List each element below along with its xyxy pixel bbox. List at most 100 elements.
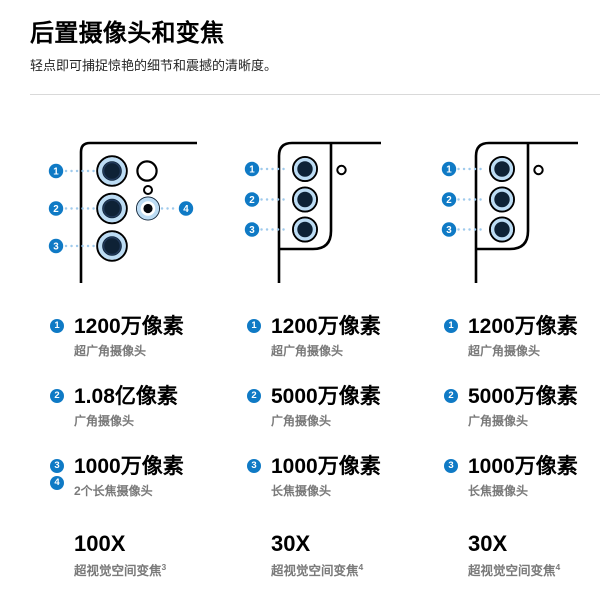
rear-camera-diagram-plus: 1 2 3 — [244, 141, 381, 283]
callout-badge-2: 2 — [441, 192, 457, 207]
callout-badge-4: 4 — [178, 201, 194, 216]
number-badge: 3 — [247, 459, 261, 473]
spec-value: 1.08亿像素 — [74, 385, 178, 408]
camera-lens-tele-icon — [292, 216, 318, 243]
number-badge: 1 — [444, 319, 458, 333]
camera-lens-ultrawide-icon — [489, 156, 515, 182]
svg-text:2: 2 — [446, 195, 452, 206]
page-subtitle: 轻点即可捕捉惊艳的细节和震撼的清晰度。 — [30, 58, 278, 73]
svg-text:2: 2 — [249, 195, 255, 206]
flash-led-icon — [336, 164, 347, 176]
number-badge: 1 — [50, 319, 64, 333]
spec-wide: 2 5000万像素 广角摄像头 — [227, 385, 424, 429]
rear-camera-diagram-base: 1 2 3 — [441, 141, 578, 283]
spec-ultrawide: 1 1200万像素 超广角摄像头 — [424, 315, 600, 359]
number-badge: 3 — [444, 459, 458, 473]
spec-value: 5000万像素 — [271, 385, 381, 408]
spec-value: 1200万像素 — [74, 315, 184, 338]
spec-label: 广角摄像头 — [74, 414, 135, 428]
zoom-value: 100X — [74, 531, 126, 556]
spec-ultrawide: 1 1200万像素 超广角摄像头 — [30, 315, 227, 359]
camera-module-outline — [280, 143, 333, 251]
phone-body-outline — [79, 141, 197, 283]
spec-label: 广角摄像头 — [468, 414, 529, 428]
number-badge: 4 — [50, 476, 64, 490]
zoom-label: 超视觉空间变焦4 — [468, 561, 561, 578]
spec-ultrawide: 1 1200万像素 超广角摄像头 — [227, 315, 424, 359]
number-badge: 2 — [247, 389, 261, 403]
svg-text:3: 3 — [53, 241, 59, 252]
svg-text:3: 3 — [249, 225, 255, 236]
section-divider — [30, 94, 600, 95]
svg-text:1: 1 — [446, 164, 452, 175]
product-column-plus: 1 2 3 1 1200万像素 超广角摄 — [227, 133, 424, 579]
camera-lens-wide-icon — [489, 186, 515, 213]
spec-value: 1000万像素 — [271, 455, 381, 478]
spec-label: 超广角摄像头 — [74, 344, 147, 358]
callout-badge-3: 3 — [244, 222, 260, 237]
footnote-marker: 3 — [161, 561, 167, 572]
spec-label: 长焦摄像头 — [468, 484, 529, 498]
product-column-ultra: 1 2 3 4 1 — [30, 133, 227, 579]
spec-label: 广角摄像头 — [271, 414, 332, 428]
flash-led-icon — [533, 164, 544, 176]
svg-text:1: 1 — [249, 164, 255, 175]
zoom-spec: 100X 超视觉空间变焦3 — [74, 531, 227, 579]
footnote-marker: 4 — [555, 561, 561, 572]
phone-body-outline — [474, 141, 578, 283]
spec-list: 1 1200万像素 超广角摄像头 2 1.08亿像素 广角摄像头 — [30, 315, 227, 579]
callout-badge-1: 1 — [48, 163, 64, 179]
spec-list: 1 1200万像素 超广角摄像头 2 5000万像素 广角摄像头 — [227, 315, 424, 579]
callout-badge-1: 1 — [441, 161, 457, 177]
camera-lens-ultrawide-icon — [96, 155, 128, 187]
spec-tele: 3 1000万像素 长焦摄像头 — [424, 455, 600, 499]
svg-text:2: 2 — [53, 204, 59, 215]
rear-camera-section: 后置摄像头和变焦 轻点即可捕捉惊艳的细节和震撼的清晰度。 — [30, 20, 600, 579]
svg-text:3: 3 — [446, 225, 452, 236]
camera-lens-wide-icon — [292, 186, 318, 213]
camera-lens-ultrawide-icon — [292, 156, 318, 182]
number-badge: 2 — [444, 389, 458, 403]
svg-text:1: 1 — [53, 166, 59, 177]
callout-badge-1: 1 — [244, 161, 260, 177]
product-columns: 1 2 3 4 1 — [30, 133, 600, 579]
spec-tele: 3 1000万像素 长焦摄像头 — [227, 455, 424, 499]
callout-badge-3: 3 — [48, 238, 64, 254]
spec-list: 1 1200万像素 超广角摄像头 2 5000万像素 广角摄像头 — [424, 315, 600, 579]
spec-label: 超广角摄像头 — [468, 344, 541, 358]
page-title: 后置摄像头和变焦 — [30, 20, 225, 47]
svg-text:4: 4 — [183, 204, 189, 215]
spec-value: 1200万像素 — [468, 315, 578, 338]
camera-lens-tele-icon — [489, 216, 515, 243]
periscope-zoom-lens-icon — [135, 196, 160, 221]
zoom-value: 30X — [271, 531, 311, 556]
sensor-dot-icon — [143, 185, 153, 195]
callout-badge-2: 2 — [48, 201, 64, 216]
spec-wide: 2 1.08亿像素 广角摄像头 — [30, 385, 227, 429]
camera-lens-wide-icon — [96, 192, 128, 225]
phone-body-outline — [277, 141, 381, 283]
zoom-value: 30X — [468, 531, 508, 556]
camera-lens-tele-icon — [96, 230, 128, 262]
spec-wide: 2 5000万像素 广角摄像头 — [424, 385, 600, 429]
spec-label: 长焦摄像头 — [271, 484, 332, 498]
zoom-spec: 30X 超视觉空间变焦4 — [468, 531, 600, 579]
zoom-spec: 30X 超视觉空间变焦4 — [271, 531, 424, 579]
number-badge: 1 — [247, 319, 261, 333]
spec-value: 5000万像素 — [468, 385, 578, 408]
callout-badge-3: 3 — [441, 222, 457, 237]
number-badge: 2 — [50, 389, 64, 403]
zoom-label: 超视觉空间变焦4 — [271, 561, 364, 578]
callout-badge-2: 2 — [244, 192, 260, 207]
spec-tele: 3 4 1000万像素 2个长焦摄像头 — [30, 455, 227, 499]
spec-label: 2个长焦摄像头 — [74, 484, 153, 498]
spec-value: 1200万像素 — [271, 315, 381, 338]
product-column-base: 1 2 3 1 1200万像素 超广角摄 — [424, 133, 600, 579]
spec-value: 1000万像素 — [74, 455, 184, 478]
camera-module-outline — [477, 143, 530, 251]
rear-camera-diagram-ultra: 1 2 3 4 — [48, 141, 197, 283]
spec-value: 1000万像素 — [468, 455, 578, 478]
number-badge: 3 — [50, 459, 64, 473]
spec-label: 超广角摄像头 — [271, 344, 344, 358]
flash-led-icon — [136, 160, 158, 182]
